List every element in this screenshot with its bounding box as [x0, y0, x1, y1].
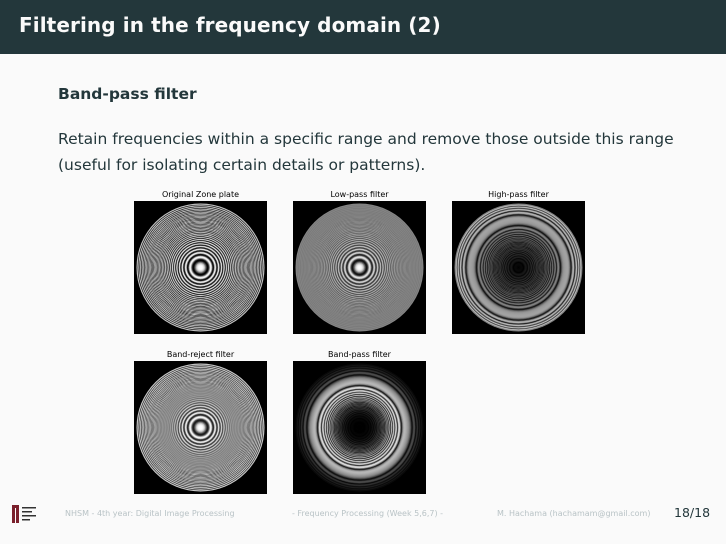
zone-plate-image-bandpass: [293, 361, 426, 494]
zone-plate-image-lowpass: [293, 201, 426, 334]
figure-bandpass: Band-pass filter: [293, 350, 426, 496]
title-bar: Filtering in the frequency domain (2): [0, 0, 726, 54]
body-paragraph: Retain frequencies within a specific ran…: [58, 130, 674, 174]
zone-plate-image-highpass: [452, 201, 585, 334]
institution-logo-icon: [12, 505, 36, 523]
footer-author: M. Hachama (hachamam@gmail.com): [497, 509, 651, 518]
figure-original: Original Zone plate: [134, 190, 267, 336]
slide-subtitle: Band-pass filter: [58, 85, 197, 103]
page-number: 18/18: [674, 505, 711, 520]
figure-caption: Low-pass filter: [330, 190, 389, 199]
footer: NHSM - 4th year: Digital Image Processin…: [0, 500, 726, 544]
zone-plate-image-original: [134, 201, 267, 334]
figure-bandreject: Band-reject filter: [134, 350, 267, 496]
figure-caption: Original Zone plate: [161, 190, 240, 199]
figure-highpass: High-pass filter: [452, 190, 585, 336]
figure-lowpass: Low-pass filter: [293, 190, 426, 336]
figure-caption: Band-reject filter: [166, 350, 235, 359]
footer-chapter: - Frequency Processing (Week 5,6,7) -: [292, 509, 444, 518]
figure-caption: High-pass filter: [488, 190, 549, 199]
slide-title: Filtering in the frequency domain (2): [19, 13, 441, 37]
footer-course: NHSM - 4th year: Digital Image Processin…: [65, 509, 235, 518]
zone-plate-image-bandreject: [134, 361, 267, 494]
figure-caption: Band-pass filter: [328, 350, 391, 359]
